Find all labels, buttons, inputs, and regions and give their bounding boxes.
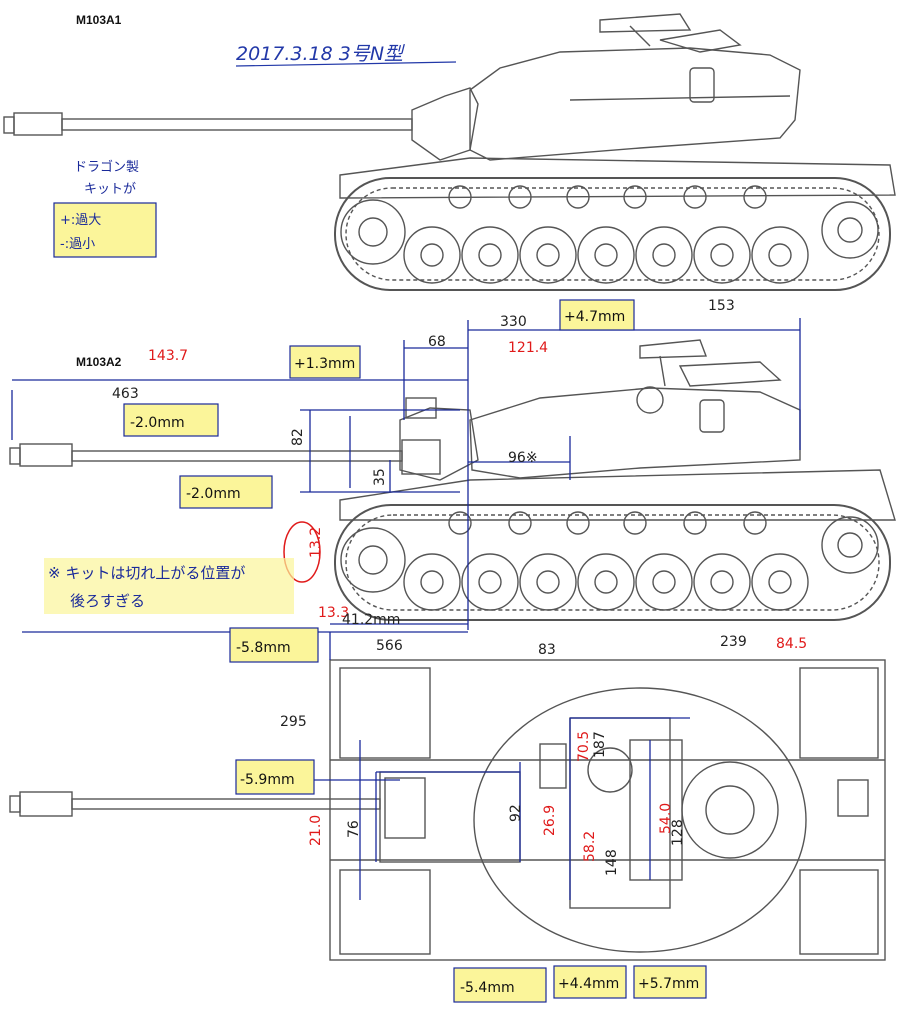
date-underline: [235, 61, 457, 67]
dim-463: 463: [112, 386, 139, 402]
dim-83: 83: [538, 642, 556, 658]
footnote-line1: ※ キットは切れ上がる位置が: [48, 564, 245, 582]
dim-21-0: 21.0: [308, 815, 324, 846]
note-plus44: +4.4mm: [558, 976, 619, 992]
footnote-highlight: [44, 558, 294, 614]
note-box-plus13: [289, 345, 361, 379]
dim-41-2: 41.2mm: [342, 612, 400, 628]
legend-line1: ドラゴン製: [74, 159, 139, 175]
note-plus47: +4.7mm: [564, 309, 625, 325]
top-view-drawing: [9, 659, 886, 961]
note-box-minus20: [123, 403, 219, 437]
dim-13-2: 13.2: [308, 527, 324, 558]
dim-148: 148: [604, 849, 620, 876]
note-minus58: -5.8mm: [236, 640, 291, 656]
note-plus57: +5.7mm: [638, 976, 699, 992]
dim-82: 82: [290, 428, 306, 446]
dim-330: 330: [500, 314, 527, 330]
dim-96: 96※: [508, 450, 538, 466]
note-minus20b: -2.0mm: [186, 486, 241, 502]
note-minus59: -5.9mm: [240, 772, 295, 788]
dim-92: 92: [508, 804, 524, 822]
dim-187: 187: [592, 731, 608, 758]
dim-58-2: 58.2: [582, 831, 598, 862]
note-box-minus59: [235, 759, 315, 795]
legend-box: [53, 202, 157, 258]
circle-13-2: [283, 521, 321, 583]
dim-68: 68: [428, 334, 446, 350]
note-plus13: +1.3mm: [294, 356, 355, 372]
note-minus54: -5.4mm: [460, 980, 515, 996]
m103a1-side-drawing: [3, 13, 896, 291]
dim-121-4: 121.4: [508, 340, 548, 356]
dim-70-5: 70.5: [576, 731, 592, 762]
note-box-plus57: [633, 965, 707, 999]
dim-84-5: 84.5: [776, 636, 807, 652]
m103a2-label: M103A2: [76, 355, 122, 369]
legend-minus: -:過小: [60, 237, 95, 252]
dim-13-3: 13.3: [318, 605, 349, 621]
dim-76: 76: [346, 820, 362, 838]
note-box-minus54: [453, 967, 547, 1003]
dim-153: 153: [708, 298, 735, 314]
dim-128: 128: [670, 819, 686, 846]
legend: ドラゴン製 キットが +:過大 -:過小: [53, 159, 157, 258]
dim-295: 295: [280, 714, 307, 730]
footnote-line2: 後ろすぎる: [70, 592, 145, 610]
legend-plus: +:過大: [60, 213, 101, 228]
dim-35: 35: [372, 468, 388, 486]
m103a1-label: M103A1: [76, 13, 122, 27]
note-box-plus44: [553, 965, 627, 999]
dim-566: 566: [376, 638, 403, 654]
side-dimension-lines: [11, 318, 801, 633]
dim-143-7: 143.7: [148, 348, 188, 364]
dim-26-9: 26.9: [542, 805, 558, 836]
date-note: 2017.3.18 3号N型: [236, 43, 405, 65]
legend-line2: キットが: [84, 182, 136, 197]
note-box-minus20b: [179, 475, 273, 509]
dim-239: 239: [720, 634, 747, 650]
note-minus20: -2.0mm: [130, 415, 185, 431]
note-box-minus58: [229, 627, 319, 663]
note-box-plus47: [559, 299, 635, 331]
dim-54-0: 54.0: [658, 803, 674, 834]
top-dimension-lines: [310, 632, 690, 900]
